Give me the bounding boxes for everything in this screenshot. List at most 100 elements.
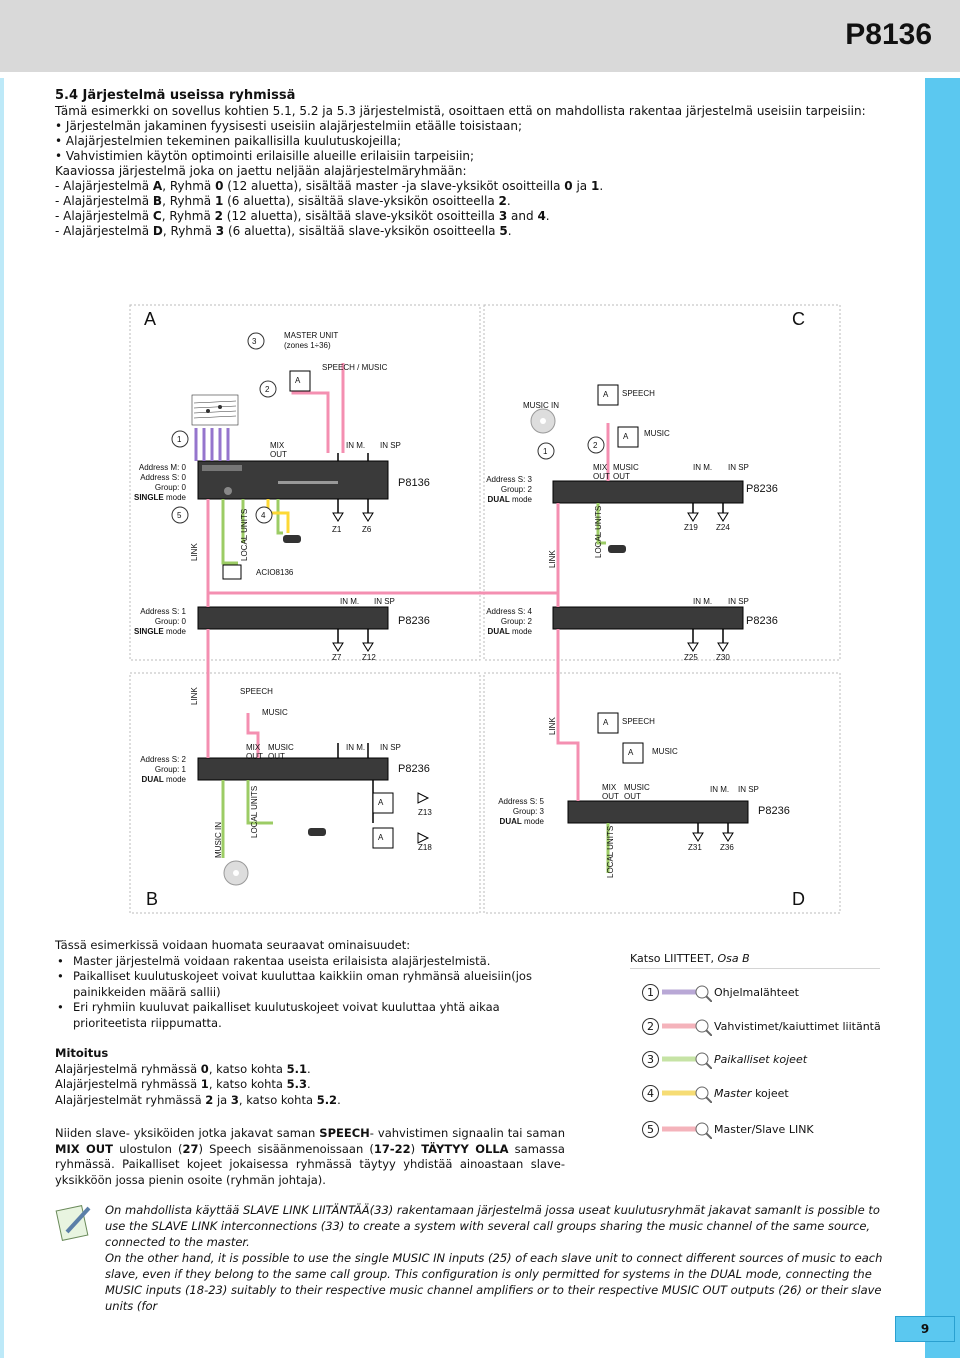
unit-group: Group: 1 bbox=[154, 765, 186, 774]
in-m-label: IN M. bbox=[346, 743, 366, 752]
unit-mode: DUAL mode bbox=[141, 775, 186, 784]
page-number: 9 bbox=[895, 1316, 955, 1342]
mix-label: MIX bbox=[593, 463, 608, 472]
master-wires bbox=[266, 499, 290, 533]
legend-row: 3 Paikalliset kojeet bbox=[630, 1051, 900, 1071]
cd-icons bbox=[223, 408, 556, 886]
zone-label: Z31 bbox=[688, 843, 702, 852]
intro-bullet: • Vahvistimien käytön optimointi erilais… bbox=[55, 149, 475, 163]
frame-a bbox=[129, 304, 481, 661]
unit-address: Address S: 0 bbox=[140, 473, 186, 482]
sizing-line: Alajärjestelmät ryhmässä 2 ja 3, katso k… bbox=[55, 1092, 341, 1107]
num-2: 2 bbox=[593, 441, 598, 450]
amplifier-icons bbox=[289, 370, 644, 849]
connector-icon bbox=[662, 1086, 712, 1103]
legend-label: Ohjelmalähteet bbox=[714, 986, 799, 999]
link-label: LINK bbox=[190, 687, 199, 705]
in-sp-label: IN SP bbox=[728, 463, 749, 472]
model-label: P8236 bbox=[746, 615, 778, 627]
zone-label: Z18 bbox=[418, 843, 432, 852]
legend-row: 5 Master/Slave LINK bbox=[630, 1121, 900, 1141]
legend-row: 4 Master kojeet bbox=[630, 1085, 900, 1105]
speaker-wires bbox=[337, 453, 729, 833]
rack-s4 bbox=[552, 606, 744, 630]
unit-group: Group: 0 bbox=[154, 483, 186, 492]
in-m-label: IN M. bbox=[693, 463, 713, 472]
unit-address: Address S: 1 bbox=[140, 607, 186, 616]
amp-label: A bbox=[628, 748, 634, 757]
legend: Katso LIITTEET, Osa B 1 Ohjelmalähteet 2… bbox=[630, 952, 900, 1139]
music-label: MUSIC bbox=[262, 708, 288, 717]
unit-address: Address S: 3 bbox=[486, 475, 532, 484]
frame-c bbox=[483, 304, 841, 661]
speech-music-label: SPEECH / MUSIC bbox=[322, 363, 388, 372]
in-sp-label: IN SP bbox=[380, 441, 401, 450]
group-line: - Alajärjestelmä B, Ryhmä 1 (6 aluetta),… bbox=[55, 194, 511, 208]
unit-group: Group: 3 bbox=[512, 807, 544, 816]
local-units-label: LOCAL UNITS bbox=[240, 508, 249, 561]
frame-d bbox=[483, 672, 841, 914]
section-b-label: B bbox=[146, 889, 159, 909]
speech-label: SPEECH bbox=[240, 687, 273, 696]
tip-box: On mahdollista käyttää SLAVE LINK LIITÄN… bbox=[55, 1192, 905, 1314]
out-label: OUT bbox=[602, 792, 619, 801]
bullet-text: Alajärjestelmien tekeminen paikallisilla… bbox=[65, 134, 402, 148]
model-label: P8236 bbox=[746, 483, 778, 495]
link-label: LINK bbox=[190, 543, 199, 561]
zone-label: Z24 bbox=[716, 523, 730, 532]
frame-b bbox=[129, 672, 481, 914]
zone-label: Z1 bbox=[332, 525, 342, 534]
speaker-icons bbox=[332, 512, 734, 844]
connector-icon bbox=[662, 985, 712, 1002]
in-m-label: IN M. bbox=[693, 597, 713, 606]
rack-s1 bbox=[197, 606, 389, 630]
rack-s2 bbox=[197, 757, 389, 781]
out-label: OUT bbox=[624, 792, 641, 801]
local-wires bbox=[221, 499, 610, 873]
rack-s3 bbox=[552, 480, 744, 504]
mix-label: MIX bbox=[246, 743, 261, 752]
left-accent-rule bbox=[0, 78, 4, 1358]
music-in-label: MUSIC IN bbox=[523, 401, 559, 410]
local-units-label: LOCAL UNITS bbox=[606, 825, 615, 878]
sizing-section: Mitoitus Alajärjestelmä ryhmässä 0, kats… bbox=[55, 1046, 575, 1108]
zone-label: Z25 bbox=[684, 653, 698, 662]
unit-group: Group: 0 bbox=[154, 617, 186, 626]
acio-icon bbox=[222, 564, 242, 580]
unit-address: Address M: 0 bbox=[138, 463, 186, 472]
music-out-label: MUSIC bbox=[613, 463, 639, 472]
acio-label: ACIO8136 bbox=[256, 568, 294, 577]
legend-row: 2 Vahvistimet/kaiuttimet liitäntä bbox=[630, 1018, 900, 1038]
diagram-drawing bbox=[129, 304, 841, 914]
music-in-label: MUSIC IN bbox=[214, 822, 223, 858]
zone-label: Z13 bbox=[418, 808, 432, 817]
num-1: 1 bbox=[543, 447, 548, 456]
unit-group: Group: 2 bbox=[500, 617, 532, 626]
section-d-label: D bbox=[792, 889, 805, 909]
list-item: Eri ryhmiin kuuluvat paikalliset kuulutu… bbox=[55, 1000, 575, 1031]
music-out-label: MUSIC bbox=[624, 783, 650, 792]
master-zones-label: (zones 1÷36) bbox=[284, 341, 331, 350]
music-wires bbox=[194, 428, 230, 461]
features-lead: Tässä esimerkissä voidaan huomata seuraa… bbox=[55, 938, 411, 952]
in-sp-label: IN SP bbox=[374, 597, 395, 606]
num-4: 4 bbox=[261, 511, 266, 520]
out-label: OUT bbox=[593, 472, 610, 481]
section-a-label: A bbox=[144, 309, 157, 329]
section-heading: 5.4 Järjestelmä useissa ryhmissä bbox=[55, 88, 296, 103]
unit-mode: DUAL mode bbox=[487, 495, 532, 504]
amp-label: A bbox=[295, 376, 301, 385]
unit-mode: SINGLE mode bbox=[133, 627, 186, 636]
sizing-line: Alajärjestelmä ryhmässä 0, katso kohta 5… bbox=[55, 1061, 311, 1076]
connector-icon bbox=[662, 1019, 712, 1036]
system-diagram: A C B D 3 2 1 5 4 1 2 MASTER UNIT (zones… bbox=[128, 303, 904, 918]
unit-address: Address S: 2 bbox=[140, 755, 186, 764]
tip-text: On mahdollista käyttää SLAVE LINK LIITÄN… bbox=[105, 1202, 900, 1314]
unit-address: Address S: 5 bbox=[498, 797, 544, 806]
intro-bullet: • Järjestelmän jakaminen fyysisesti usei… bbox=[55, 119, 523, 133]
local-units-label: LOCAL UNITS bbox=[594, 505, 603, 558]
sizing-heading: Mitoitus bbox=[55, 1046, 109, 1060]
section-c-label: C bbox=[792, 309, 805, 329]
intro-lead: Kaaviossa järjestelmä joka on jaettu nel… bbox=[55, 164, 467, 178]
sizing-line: Alajärjestelmä ryhmässä 1, katso kohta 5… bbox=[55, 1077, 311, 1091]
